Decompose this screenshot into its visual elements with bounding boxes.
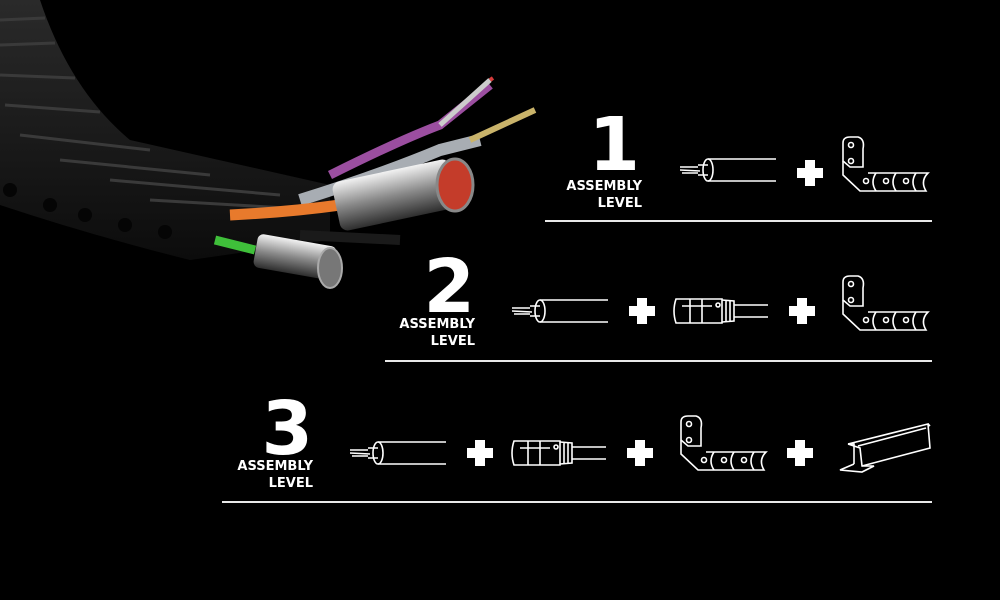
divider — [222, 501, 932, 503]
plus-icon — [789, 298, 815, 324]
plus-icon — [627, 440, 653, 466]
energy-chain-photo — [0, 0, 537, 289]
plus-icon — [629, 298, 655, 324]
divider — [545, 220, 932, 222]
level-label: ASSEMBLY LEVEL — [237, 459, 313, 491]
plus-icon — [467, 440, 493, 466]
connector-icon — [511, 440, 606, 466]
guide-trough-icon — [839, 422, 931, 473]
level-label: ASSEMBLY LEVEL — [399, 317, 475, 349]
divider — [385, 360, 932, 362]
plus-icon — [797, 160, 823, 186]
energy-chain-icon — [680, 415, 768, 471]
cable-icon — [350, 441, 446, 465]
connector-icon — [673, 298, 768, 324]
level-number: 3 — [261, 386, 314, 472]
level-number: 1 — [588, 102, 641, 188]
cable-icon — [680, 158, 776, 182]
cable-icon — [512, 299, 608, 323]
level-number: 2 — [423, 244, 476, 330]
level-label: ASSEMBLY LEVEL — [566, 179, 642, 211]
energy-chain-icon — [842, 136, 930, 192]
energy-chain-icon — [842, 275, 930, 331]
plus-icon — [787, 440, 813, 466]
